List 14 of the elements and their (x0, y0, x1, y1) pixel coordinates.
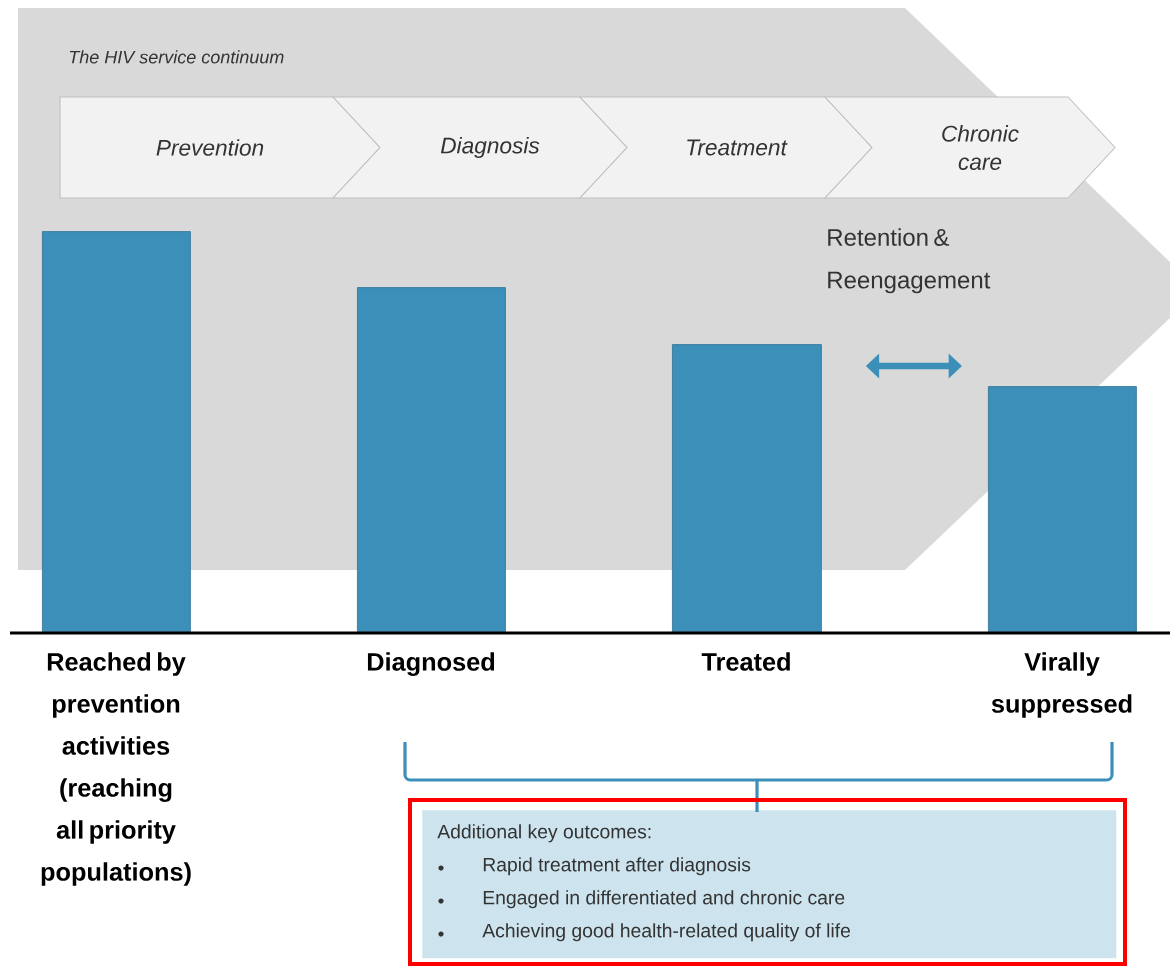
process-stage: Chronic care (823, 96, 1116, 199)
bar-label: Reached by prevention activities (reaching all priority populations) (41, 652, 191, 886)
bar (988, 386, 1137, 632)
bar (357, 287, 506, 632)
bar-label: Diagnosed (367, 652, 495, 676)
process-stage: Diagnosis (331, 96, 628, 199)
bar-label: Treated (701, 652, 790, 671)
bar (42, 231, 191, 632)
process-stage: Treatment (578, 96, 873, 199)
outcomes-box: Additional key outcomes: Rapid treatment after diagnosis Engaged in differentiated and chronic care Achieving good health-related quality of life (422, 810, 1117, 959)
bar (672, 344, 822, 632)
process-stage: Prevention (59, 96, 381, 199)
edge-label: Retention & Reengagement (828, 228, 991, 294)
bar-label: Virally suppressed (991, 652, 1132, 718)
